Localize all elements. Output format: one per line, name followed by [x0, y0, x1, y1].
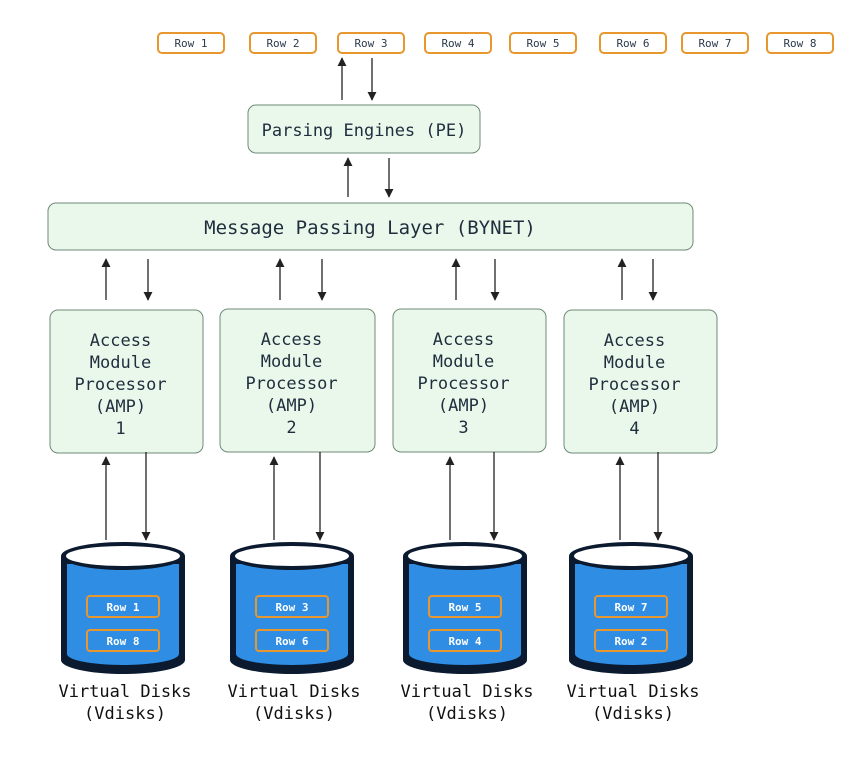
disk-row-pill [428, 595, 502, 618]
disk-caption: (Vdisks) [84, 704, 166, 724]
amp-label-line: Processor [245, 374, 337, 394]
disk-caption: Virtual Disks [566, 682, 699, 702]
amp-label-line: Access [433, 330, 494, 350]
virtual-disk: Row 3 Row 6 [230, 542, 354, 674]
top-row-pill: Row 5 [509, 32, 577, 54]
disk-caption: Virtual Disks [58, 682, 191, 702]
amp-label-line: 2 [286, 418, 296, 438]
parsing-engine-box: Parsing Engines (PE) [247, 104, 481, 154]
top-row-pill: Row 1 [157, 32, 225, 54]
amp-label-line: Module [90, 353, 151, 373]
disk-caption: Virtual Disks [400, 682, 533, 702]
top-row-pill: Row 3 [337, 32, 405, 54]
disk-row-pill [428, 629, 502, 652]
amp-label-line: (AMP) [266, 396, 317, 416]
disk-caption: (Vdisks) [592, 704, 674, 724]
disk-row-pill [594, 595, 668, 618]
amp-label-line: Processor [588, 375, 680, 395]
message-layer-label: Message Passing Layer (BYNET) [204, 217, 536, 239]
top-row-list: Row 1 Row 2 Row 3 Row 4 Row 5 Row 6 Row 7 Row 8 [157, 32, 834, 54]
amp-label-line: Access [604, 331, 665, 351]
disk-row-pill [86, 629, 160, 652]
amp-label-line: Processor [74, 375, 166, 395]
top-row-pill: Row 2 [249, 32, 317, 54]
parsing-engine-label: Parsing Engines (PE) [262, 121, 467, 141]
disk-row-pill [255, 629, 329, 652]
top-row-label: Row 7 [698, 37, 731, 50]
disk-row-label: Row 7 [614, 601, 647, 614]
top-row-label: Row 1 [174, 37, 207, 50]
top-row-pill: Row 4 [424, 32, 492, 54]
amp-label-line: (AMP) [438, 396, 489, 416]
amp-label-line: Processor [417, 374, 509, 394]
disk-row-label: Row 3 [275, 601, 308, 614]
disk-row-label: Row 5 [448, 601, 481, 614]
amp-label-line: (AMP) [95, 397, 146, 417]
amp-label-line: Module [433, 352, 494, 372]
amp-label-line: Access [90, 331, 151, 351]
top-row-pill: Row 8 [766, 32, 834, 54]
disk-row-label: Row 1 [106, 601, 139, 614]
disk-row-label: Row 8 [106, 635, 139, 648]
virtual-disk: Row 5 Row 4 [403, 542, 527, 674]
amp-label-line: 3 [458, 418, 468, 438]
virtual-disk: Row 1 Row 8 [61, 542, 185, 674]
disk-row-pill [255, 595, 329, 618]
virtual-disk: Row 7 Row 2 [569, 542, 693, 674]
top-row-label: Row 5 [526, 37, 559, 50]
amp-label-line: Access [261, 330, 322, 350]
disk-caption: Virtual Disks [227, 682, 360, 702]
disk-row-pill [86, 595, 160, 618]
amp-label-line: Module [261, 352, 322, 372]
amp-label-line: Module [604, 353, 665, 373]
top-row-pill: Row 6 [599, 32, 667, 54]
disk-caption: (Vdisks) [426, 704, 508, 724]
message-passing-layer: Message Passing Layer (BYNET) [47, 202, 694, 251]
top-row-label: Row 8 [783, 37, 816, 50]
disk-row-label: Row 2 [614, 635, 647, 648]
disk-row-pill [594, 629, 668, 652]
top-row-label: Row 4 [441, 37, 474, 50]
top-row-pill: Row 7 [681, 32, 749, 54]
amp-label-line: 1 [115, 419, 125, 439]
top-row-label: Row 6 [616, 37, 649, 50]
amp-label-line: (AMP) [609, 397, 660, 417]
disk-caption: (Vdisks) [253, 704, 335, 724]
disk-row-label: Row 6 [275, 635, 308, 648]
top-row-label: Row 3 [354, 37, 387, 50]
amp-label-line: 4 [629, 419, 639, 439]
top-row-label: Row 2 [266, 37, 299, 50]
disk-row-label: Row 4 [448, 635, 481, 648]
